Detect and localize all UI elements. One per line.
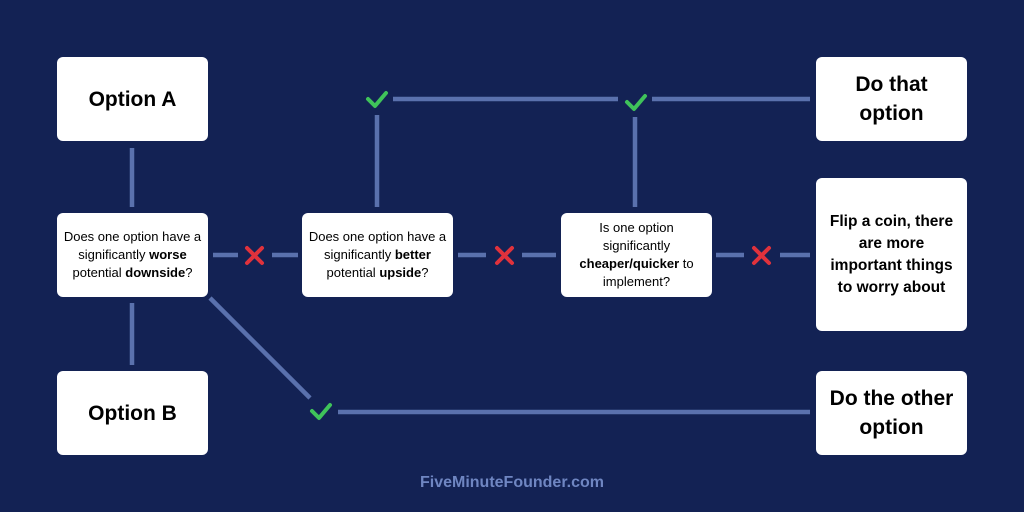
connector-q1-diagonal	[208, 296, 312, 400]
question-downside-text: Does one option have a significantly wor…	[63, 229, 202, 280]
cross-icon	[245, 246, 264, 265]
question-upside-box: Does one option have a significantly bet…	[302, 213, 453, 297]
question-upside-text: Does one option have a significantly bet…	[308, 229, 447, 280]
outcome-do-that-option-label: Do that option	[855, 73, 928, 125]
option-b-label: Option B	[88, 401, 177, 425]
outcome-flip-coin-box: Flip a coin, there are more important th…	[816, 178, 967, 331]
cross-icon	[495, 246, 514, 265]
option-b-box: Option B	[57, 371, 208, 455]
check-icon	[625, 94, 647, 111]
outcome-do-that-option-box: Do that option	[816, 57, 967, 141]
outcome-do-other-option-box: Do the other option	[816, 371, 967, 455]
check-icon	[310, 403, 332, 420]
option-a-label: Option A	[88, 87, 177, 111]
check-icon	[366, 91, 388, 108]
footer-brand: FiveMinuteFounder.com	[419, 474, 604, 491]
question-cost-text: Is one option significantly cheaper/quic…	[579, 220, 694, 289]
outcome-flip-coin-label: Flip a coin, there are more important th…	[829, 212, 954, 296]
question-downside-box: Does one option have a significantly wor…	[57, 213, 208, 297]
option-a-box: Option A	[57, 57, 208, 141]
cross-icon	[752, 246, 771, 265]
outcome-do-other-option-label: Do the other option	[829, 387, 954, 439]
question-cost-box: Is one option significantly cheaper/quic…	[561, 213, 712, 297]
